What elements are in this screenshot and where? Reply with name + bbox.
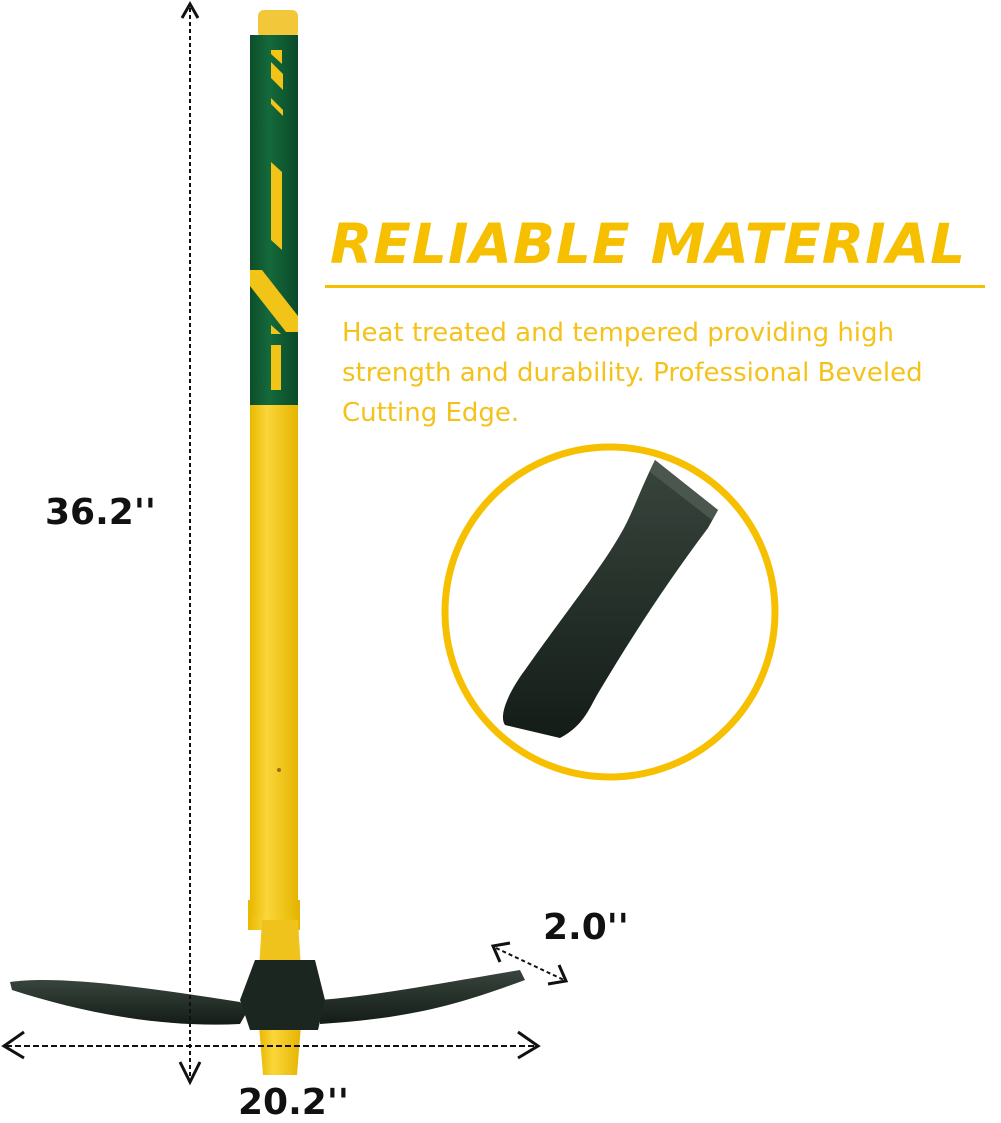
grip-stripes — [250, 50, 298, 390]
feature-description: Heat treated and tempered providing high… — [342, 318, 923, 428]
handle-cap — [258, 10, 298, 38]
width-label: 20.2'' — [238, 1082, 349, 1123]
handle-collar — [259, 920, 301, 970]
length-label: 36.2'' — [45, 492, 156, 533]
handle — [248, 10, 301, 1075]
dimension-lines — [1, 0, 569, 1086]
heading-underline — [325, 285, 985, 288]
blade-detail-inset — [441, 443, 779, 781]
pick-head — [10, 960, 525, 1030]
feature-heading: RELIABLE MATERIAL — [330, 212, 967, 276]
blade-dimension-line — [495, 947, 565, 981]
blade-width-label: 2.0'' — [543, 907, 629, 948]
